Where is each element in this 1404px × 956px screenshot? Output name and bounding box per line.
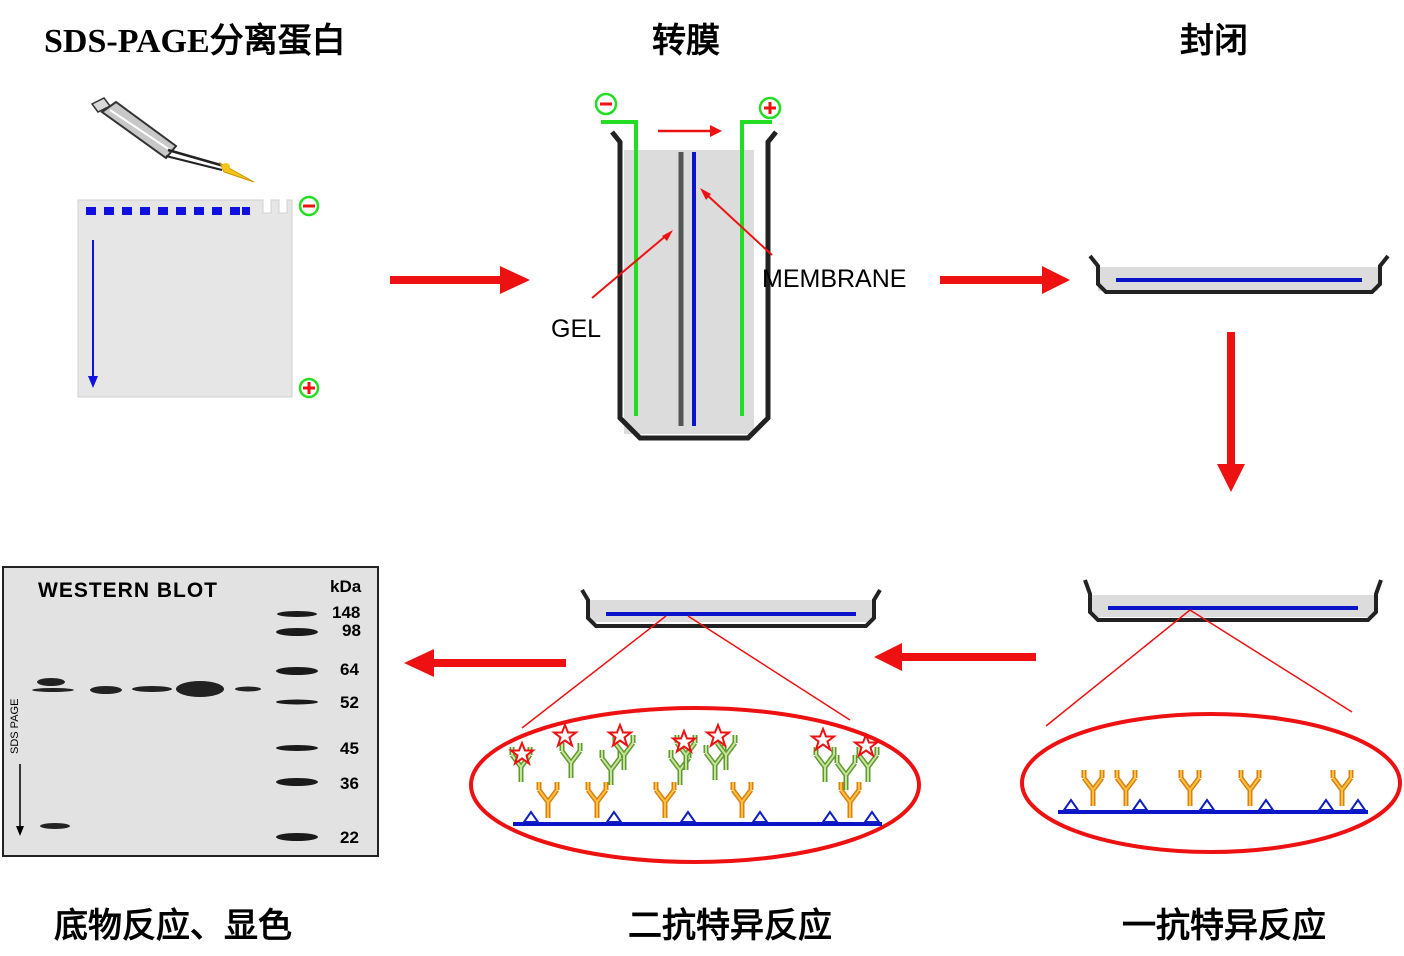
marker-label: 64 [340,660,359,679]
plus-electrode-icon [758,96,782,120]
title-blocking: 封闭 [1180,21,1248,61]
minus-electrode-icon [594,92,618,116]
blocking-tray [1088,254,1390,294]
title-transfer: 转膜 [652,21,720,61]
marker-label: 148 [332,603,360,622]
flow-arrow-4 [874,643,1036,671]
sds-page-side-label: SDS PAGE [9,699,21,754]
primary-antibody-zoom [1020,712,1402,854]
flow-arrow-5 [404,649,566,677]
gel-label: GEL [551,315,601,343]
kda-unit-label: kDa [330,577,362,596]
flow-arrow-1 [390,266,530,294]
title-detection: 底物反应、显色 [54,906,292,946]
sds-page-gel [77,195,320,399]
title-secondary-antibody: 二抗特异反应 [628,906,832,946]
sample-wells [86,207,250,215]
sample-bands [32,678,261,829]
plus-electrode-icon [298,377,320,399]
marker-label: 22 [340,828,359,847]
marker-label: 45 [340,739,359,758]
marker-label: 98 [342,621,361,640]
marker-ladder [276,611,318,841]
marker-label: 52 [340,693,359,712]
primary-antibody-tray [1045,579,1383,727]
secondary-antibody-tray [521,588,882,729]
marker-label: 36 [340,774,359,793]
transfer-tank [591,92,782,441]
minus-electrode-icon [298,195,320,217]
cathode-electrode [601,120,638,416]
flow-arrow-3 [1217,332,1245,492]
title-sds-page: SDS-PAGE分离蛋白 [44,21,346,60]
western-blot-image: WESTERN BLOT kDa SDS PAGE 148 98 64 52 4… [2,566,379,857]
flow-arrow-2 [940,266,1070,294]
title-primary-antibody: 一抗特异反应 [1122,906,1326,946]
secondary-antibody-zoom [469,706,921,864]
anode-electrode [740,120,772,416]
western-blot-title: WESTERN BLOT [38,579,218,602]
membrane-label: MEMBRANE [762,265,906,293]
pipette-icon [90,97,255,183]
